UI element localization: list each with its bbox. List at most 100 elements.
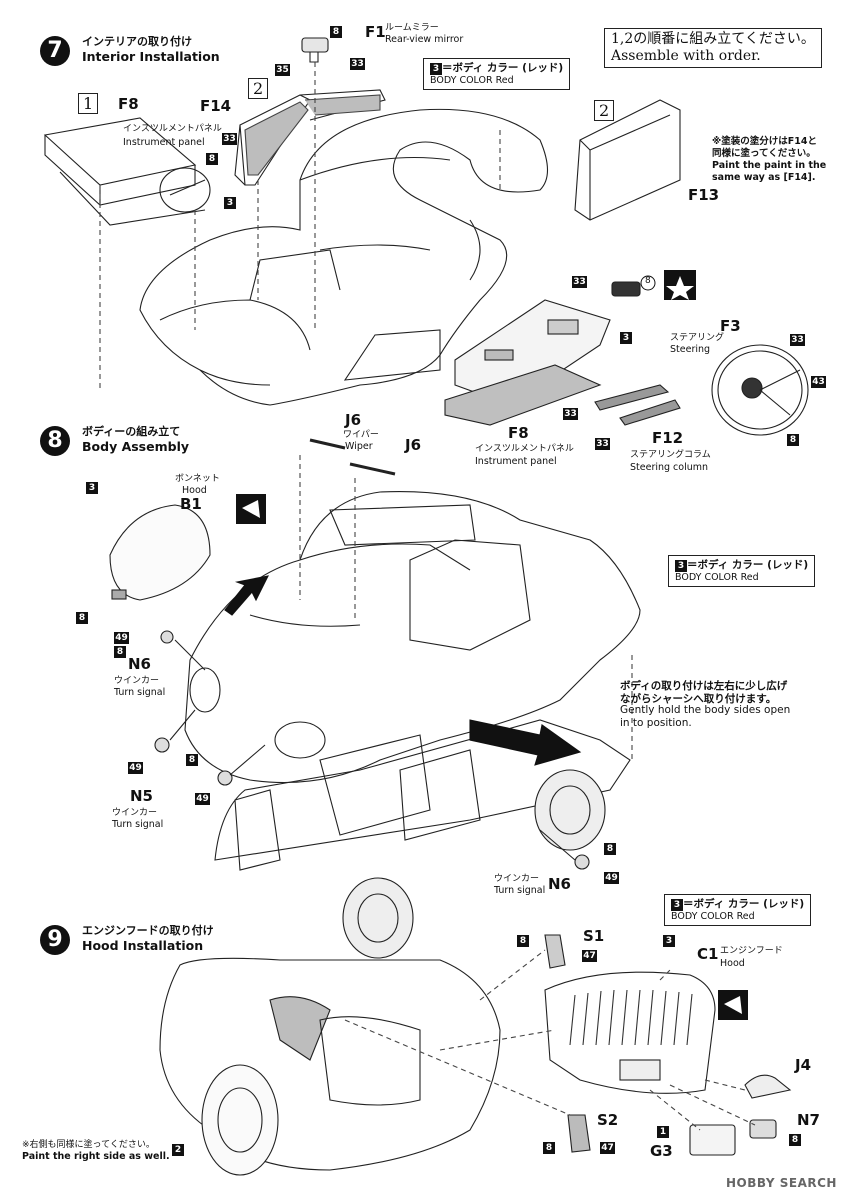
circle-8-label: 8 xyxy=(645,276,651,286)
part-c1-en: Hood xyxy=(720,958,745,969)
ref-8-n6b: 8 xyxy=(604,843,616,855)
part-f1-jp: ルームミラー xyxy=(385,23,439,33)
paint-same-note-l2: 同様に塗ってください。 xyxy=(712,148,816,159)
ref-8-hood: 8 xyxy=(76,612,88,624)
part-s1-code: S1 xyxy=(583,927,605,945)
part-f12-jp: ステアリングコラム xyxy=(630,450,711,460)
step-9-title-en: Hood Installation xyxy=(82,938,204,953)
ref-8-n7: 8 xyxy=(789,1134,801,1146)
ref-33-dash: 33 xyxy=(572,276,587,288)
body-color-box-2: 3＝ボディ カラー (レッド) BODY COLOR Red xyxy=(668,555,816,587)
engine-hood-c1-drawing xyxy=(544,971,716,1094)
step-7-title-en: Interior Installation xyxy=(82,49,220,64)
order-mark-2b: 2 xyxy=(594,100,615,121)
color-box2-num: 3 xyxy=(675,560,687,572)
part-b1-code: B1 xyxy=(180,495,202,513)
part-n5-code: N5 xyxy=(130,787,153,805)
color-box2-jp: ＝ボディ カラー xyxy=(687,559,764,571)
part-g3-code: G3 xyxy=(650,1142,673,1160)
paint-same-note-l3: Paint the paint in the xyxy=(712,160,827,171)
ref-8-s2: 8 xyxy=(543,1142,555,1154)
part-n6a-code: N6 xyxy=(128,655,151,673)
part-j4-code: J4 xyxy=(795,1056,812,1074)
part-f8-top-code: F8 xyxy=(118,95,139,113)
decal-icon-step8 xyxy=(236,494,266,524)
ref-8-steering: 8 xyxy=(787,434,799,446)
ref-33-column: 33 xyxy=(595,438,610,450)
step-7-title-jp: インテリアの取り付け xyxy=(82,35,192,48)
rear-car-drawing xyxy=(159,957,501,1176)
body-note-l3: Gently hold the body sides open xyxy=(620,704,791,716)
ref-49-n5a: 49 xyxy=(128,762,143,774)
ref-49-n6a: 49 xyxy=(114,632,129,644)
part-j6a-jp: ワイパー xyxy=(343,430,379,440)
part-f8-mid-jp: インスツルメントパネル xyxy=(475,444,574,454)
part-n6b-code: N6 xyxy=(548,875,571,893)
part-f3-code: F3 xyxy=(720,317,741,335)
ref-33-f14: 33 xyxy=(222,133,237,145)
part-n6b-en: Turn signal xyxy=(494,885,546,896)
paint-same-note: ※塗装の塗分けはF14と 同様に塗ってください。 Paint the paint… xyxy=(712,136,826,184)
color-box-paren-en: Red xyxy=(495,75,514,86)
right-side-note: ※右側も同様に塗ってください。 Paint the right side as … xyxy=(22,1140,170,1162)
ref-8-s1: 8 xyxy=(517,935,529,947)
body-note-l1: ボディの取り付けは左右に少し広げ xyxy=(620,680,788,692)
step-9-number: 9 xyxy=(40,925,70,955)
color-box2-paren-jp: レッド xyxy=(771,559,804,571)
part-f1-code: F1 xyxy=(365,23,386,41)
color-box-jp: ＝ボディ カラー xyxy=(442,62,519,74)
part-n5-jp: ウインカー xyxy=(112,808,158,818)
color-box-paren-jp: レッド xyxy=(526,62,559,74)
step-7-number: 7 xyxy=(40,36,70,66)
body-note-l2: ながらシャーシへ取り付けます。 xyxy=(620,693,777,705)
color-box2-en: BODY COLOR xyxy=(675,572,738,583)
ref-8-n5: 8 xyxy=(186,754,198,766)
part-j6a-en: Wiper xyxy=(345,441,373,452)
part-f1-en: Rear-view mirror xyxy=(385,34,464,45)
part-b1-jp: ボンネット xyxy=(175,474,220,484)
steering-column-f12-drawing xyxy=(594,384,681,426)
watermark: HOBBY SEARCH xyxy=(726,1176,837,1190)
order-mark-2a: 2 xyxy=(248,78,269,99)
ref-8-f14: 8 xyxy=(206,153,218,165)
body-install-note-en: Gently hold the body sides open in to po… xyxy=(620,704,790,730)
part-n5-en: Turn signal xyxy=(112,819,164,830)
part-f14-code: F14 xyxy=(200,97,232,115)
step-8-number: 8 xyxy=(40,426,70,456)
assemble-note-en: Assemble with order. xyxy=(611,48,761,64)
part-f12-code: F12 xyxy=(652,429,684,447)
color-box3-paren-jp: レッド xyxy=(767,898,800,910)
part-s2-code: S2 xyxy=(597,1111,619,1129)
mirror-f1-drawing xyxy=(301,37,329,63)
ref-49-n5b: 49 xyxy=(195,793,210,805)
part-f8-top-jp: インスツルメントパネル xyxy=(123,124,222,134)
ref-33-top: 33 xyxy=(350,58,365,70)
panel-f13-drawing xyxy=(574,99,681,221)
ref-43: 43 xyxy=(811,376,826,388)
part-f8-mid-code: F8 xyxy=(508,424,529,442)
part-n6b-jp: ウインカー xyxy=(494,874,540,884)
color-box2-paren-en: Red xyxy=(740,572,759,583)
body-note-l4: in to position. xyxy=(620,717,692,729)
dashboard-f8-drawing xyxy=(444,299,611,426)
part-f3-en: Steering xyxy=(670,344,711,355)
ref-3-dash: 3 xyxy=(620,332,632,344)
color-box-en: BODY COLOR xyxy=(430,75,493,86)
part-j6a-code: J6 xyxy=(345,411,362,429)
right-side-note-en: Paint the right side as well. xyxy=(22,1151,170,1162)
ref-3-f14: 3 xyxy=(224,197,236,209)
ref-8-mirror: 8 xyxy=(330,26,342,38)
ref-2-right-side: 2 xyxy=(172,1144,184,1156)
part-c1-jp: エンジンフード xyxy=(720,946,783,956)
ref-33-panel: 33 xyxy=(563,408,578,420)
decal-icon-step9 xyxy=(718,990,748,1020)
assemble-order-note: 1,2の順番に組み立てください。 Assemble with order. xyxy=(604,28,822,68)
part-n6a-jp: ウインカー xyxy=(114,676,160,686)
color-box3-paren-en: Red xyxy=(736,911,755,922)
assemble-note-jp: 1,2の順番に組み立てください。 xyxy=(611,31,815,47)
steering-wheel-f3-drawing xyxy=(711,344,809,436)
ref-3-c1: 3 xyxy=(663,935,675,947)
ref-47-s1: 47 xyxy=(582,950,597,962)
chassis-drawing xyxy=(214,719,631,959)
